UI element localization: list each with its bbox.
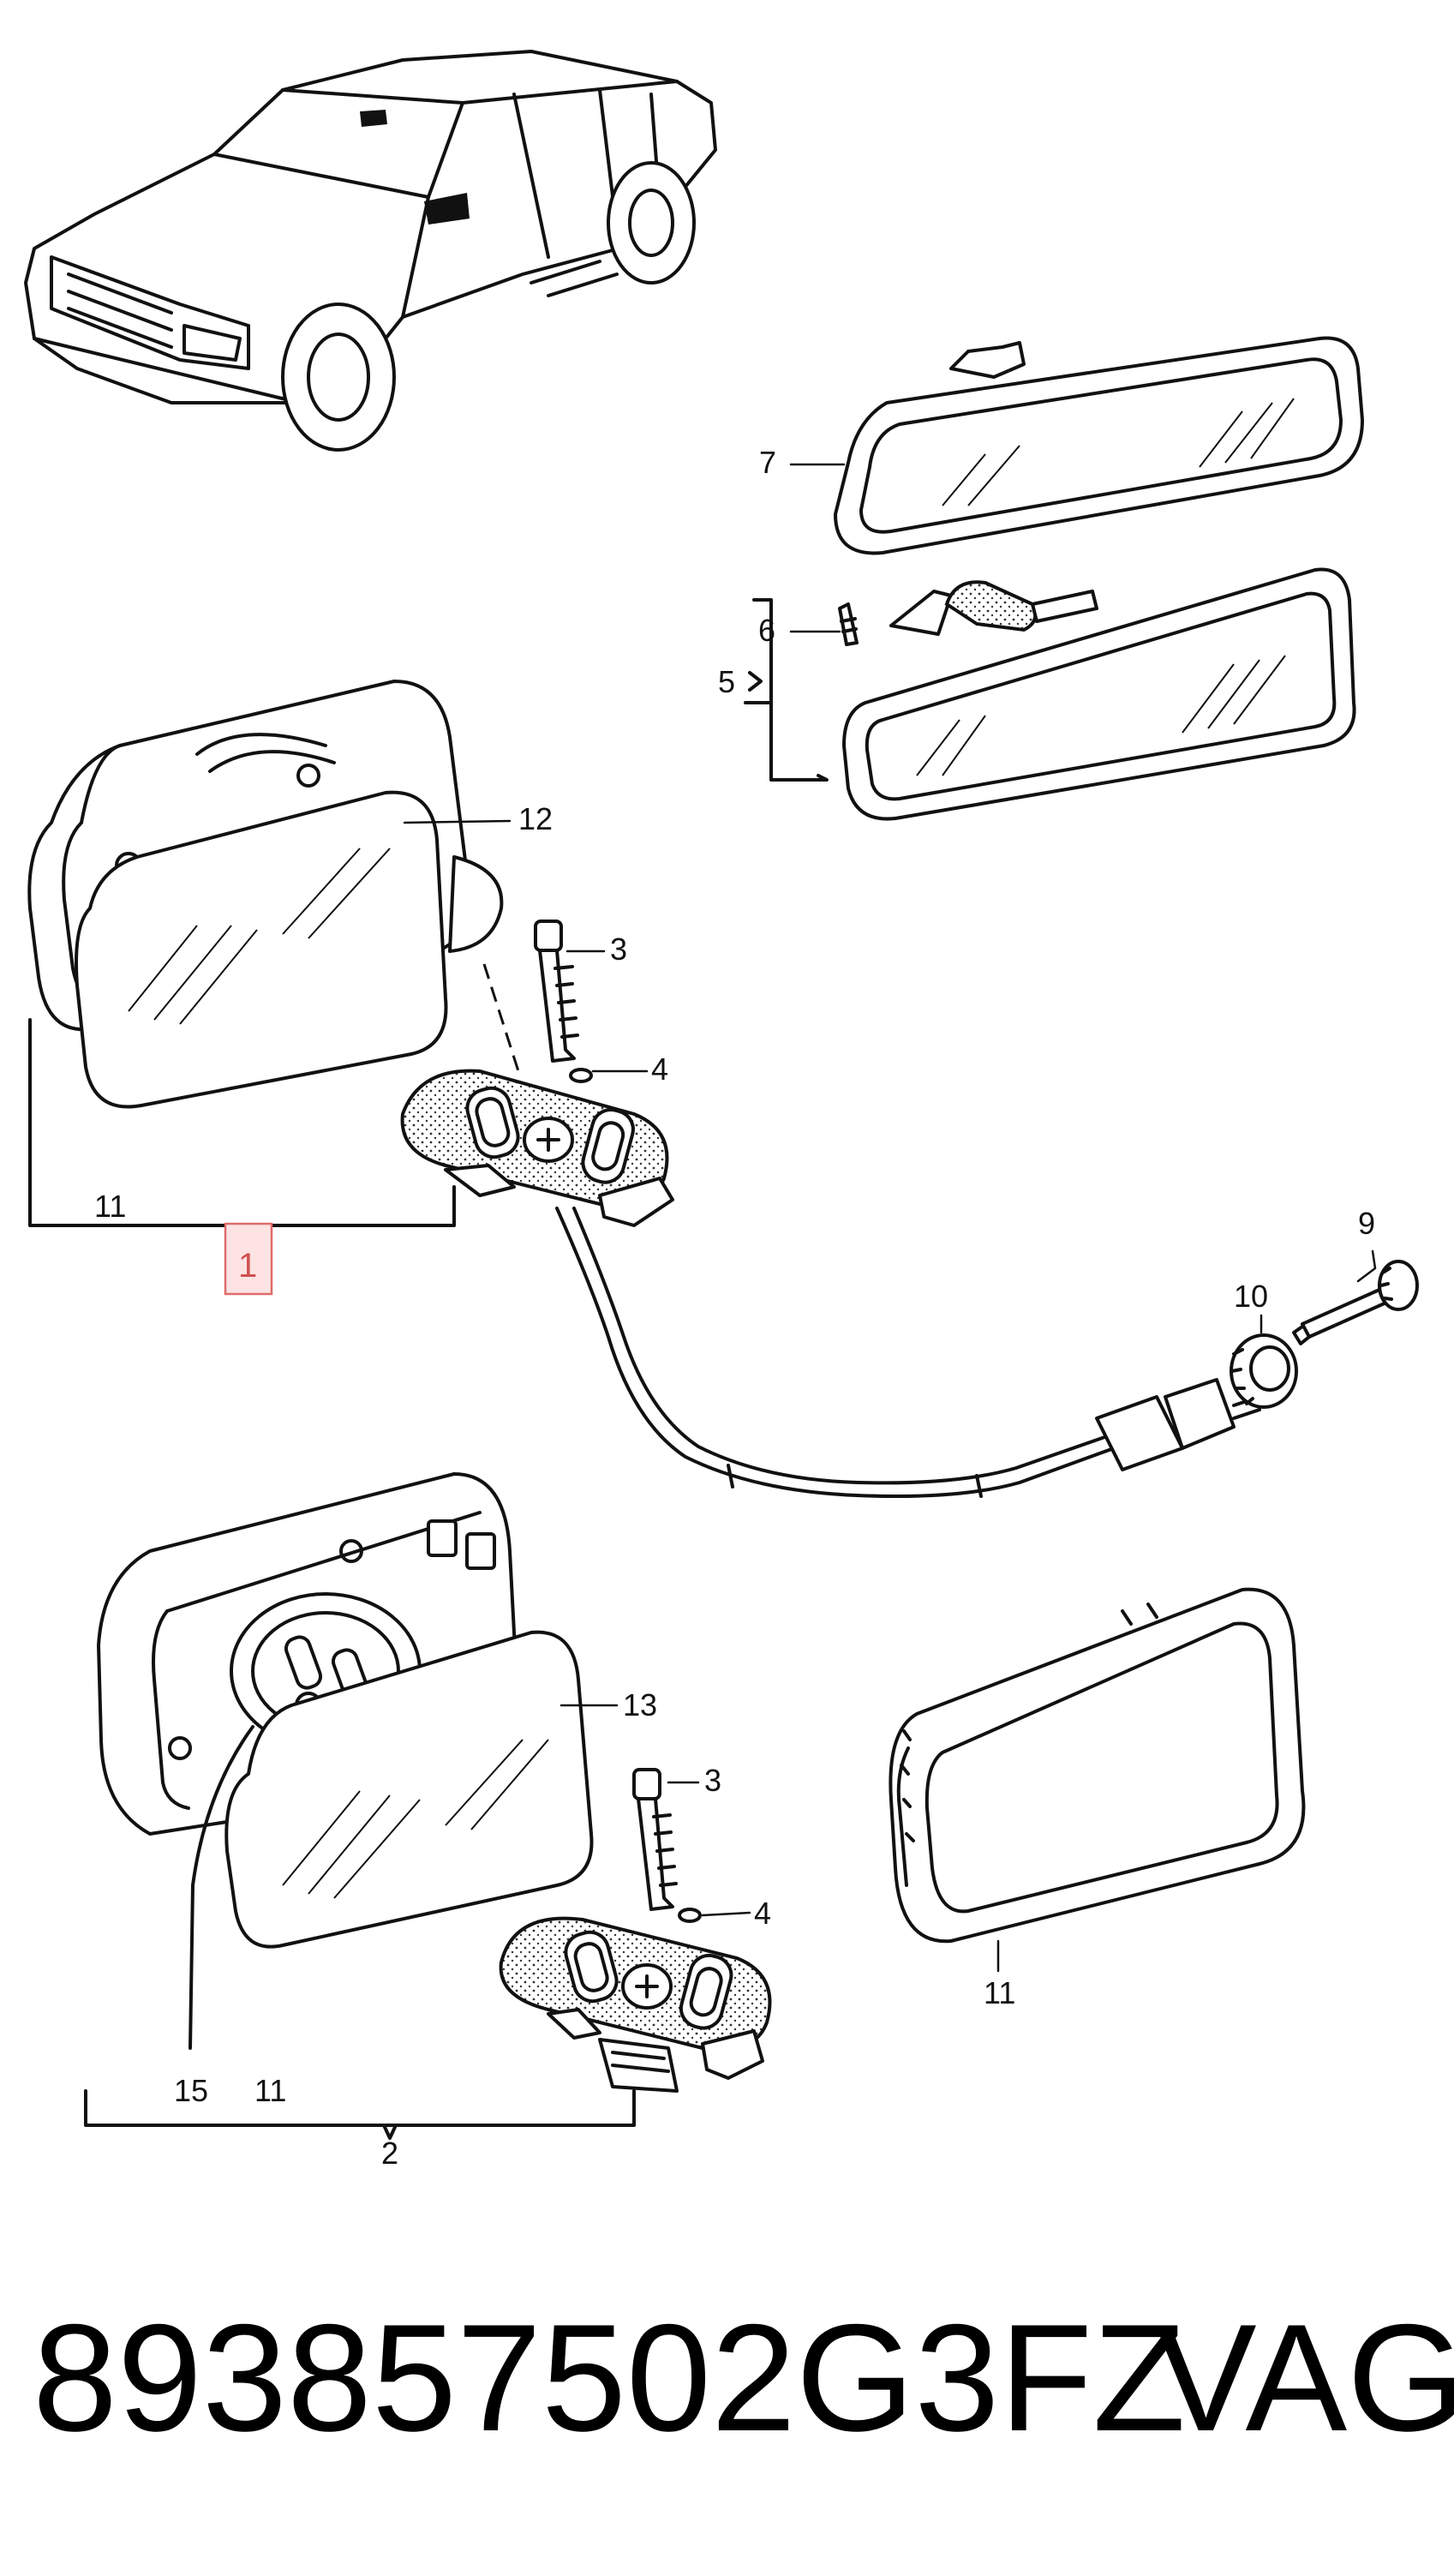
callout-1: 1 [238,1247,257,1285]
leader-lines [403,463,1377,1973]
callout-10: 10 [1234,1279,1268,1314]
wiring-harness [555,1207,1261,1498]
callout-3-top: 3 [610,932,627,967]
callout-15: 15 [174,2073,208,2108]
mirror-adjuster-lower [499,1916,772,2093]
glass-mount-dashline [482,963,520,1072]
screw-top [534,920,579,1063]
callout-5: 5 [718,664,735,699]
washer-lower [678,1908,702,1923]
callout-9: 9 [1358,1206,1375,1241]
car-illustration [24,50,717,452]
callout-1-highlight[interactable]: 1 [224,1222,273,1296]
exterior-mirror-right [97,1472,594,2050]
callout-3-lower: 3 [704,1763,721,1798]
brand-name: VAG [1155,2292,1454,2463]
bracket-assembly-2-pointer [382,2124,398,2140]
callout-11-housing: 11 [984,1975,1015,2010]
part-number: 893857502G3FZ [33,2292,1186,2463]
callout-4-top: 4 [651,1051,668,1087]
callout-11-top: 11 [94,1189,126,1224]
interior-mirror-assembly [838,567,1356,821]
washer-top [569,1068,593,1083]
mirror-housing [889,1587,1306,1944]
callout-7: 7 [759,445,776,480]
callout-12: 12 [518,801,553,836]
callout-labels: 7 6 5 12 3 4 11 9 10 13 3 4 11 15 11 2 [94,445,1375,2171]
adjuster-knob [1230,1333,1298,1409]
mirror-adjuster-top [400,1069,674,1227]
callout-4-lower: 4 [754,1896,771,1931]
exterior-mirror-left [27,680,504,1109]
adjuster-shaft [1292,1260,1419,1345]
callout-11-lower: 11 [254,2073,286,2108]
screw-lower [632,1768,678,1911]
footer-caption: 893857502G3FZ VAG [33,2292,1454,2463]
bracket-assembly-2 [84,2089,636,2127]
callout-13: 13 [623,1687,657,1722]
callout-2: 2 [381,2136,398,2171]
callout-6: 6 [758,613,775,648]
interior-mirror-glass [834,336,1364,555]
